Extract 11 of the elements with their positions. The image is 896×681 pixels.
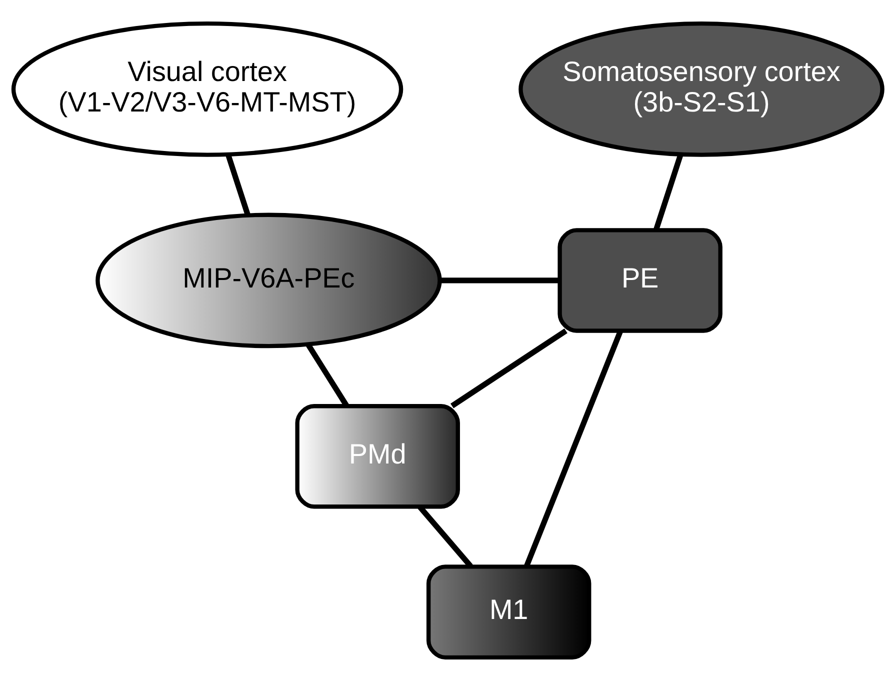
connector [440, 278, 560, 284]
connector [226, 154, 250, 216]
connector [524, 330, 624, 568]
node-ellipse: Visual cortex (V1-V2/V3-V6-MT-MST) [11, 22, 404, 157]
node-box: PE [558, 228, 722, 333]
node-ellipse: Somatosensory cortex (3b-S2-S1) [518, 22, 884, 157]
connector [654, 154, 684, 230]
node-box: PMd [295, 404, 460, 509]
connector [450, 328, 568, 408]
node-box: M1 [426, 564, 592, 660]
node-ellipse: MIP-V6A-PEc [96, 212, 442, 348]
